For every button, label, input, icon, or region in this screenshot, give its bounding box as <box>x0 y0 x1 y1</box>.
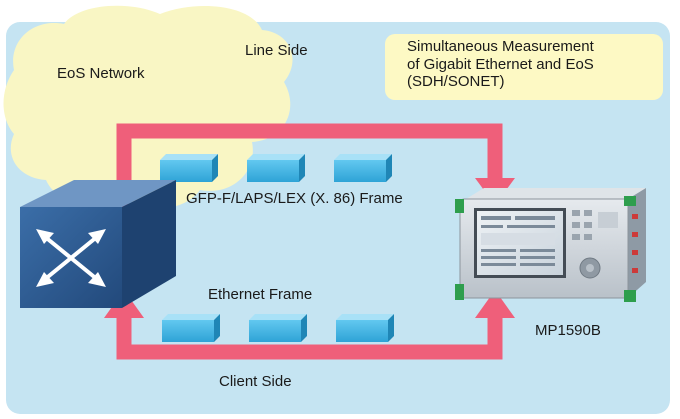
network-switch-icon <box>20 180 176 308</box>
mp1590b-instrument-icon <box>455 188 646 302</box>
gfp-frame-block <box>160 154 218 182</box>
instrument-label: MP1590B <box>535 322 601 339</box>
gfp-frame-label: GFP-F/LAPS/LEX (X. 86) Frame <box>186 190 403 207</box>
measurement-note-box: Simultaneous Measurement of Gigabit Ethe… <box>385 34 663 100</box>
note-line-3: (SDH/SONET) <box>407 73 505 90</box>
client-side-label: Client Side <box>219 373 292 390</box>
line-side-arrow <box>116 123 503 195</box>
ethernet-frame-label: Ethernet Frame <box>208 286 313 303</box>
ethernet-frame-block <box>162 314 220 342</box>
gfp-frame-block <box>334 154 392 182</box>
note-line-1: Simultaneous Measurement <box>407 38 594 55</box>
eos-network-cloud <box>3 5 293 209</box>
client-side-arrowhead-right <box>475 290 515 318</box>
gfp-frame-block <box>247 154 305 182</box>
eos-network-label: EoS Network <box>57 65 145 82</box>
ethernet-frame-block <box>336 314 394 342</box>
client-side-arrow <box>116 310 503 360</box>
note-line-2: of Gigabit Ethernet and EoS <box>407 55 594 73</box>
line-side-label: Line Side <box>245 42 308 59</box>
ethernet-frame-block <box>249 314 307 342</box>
